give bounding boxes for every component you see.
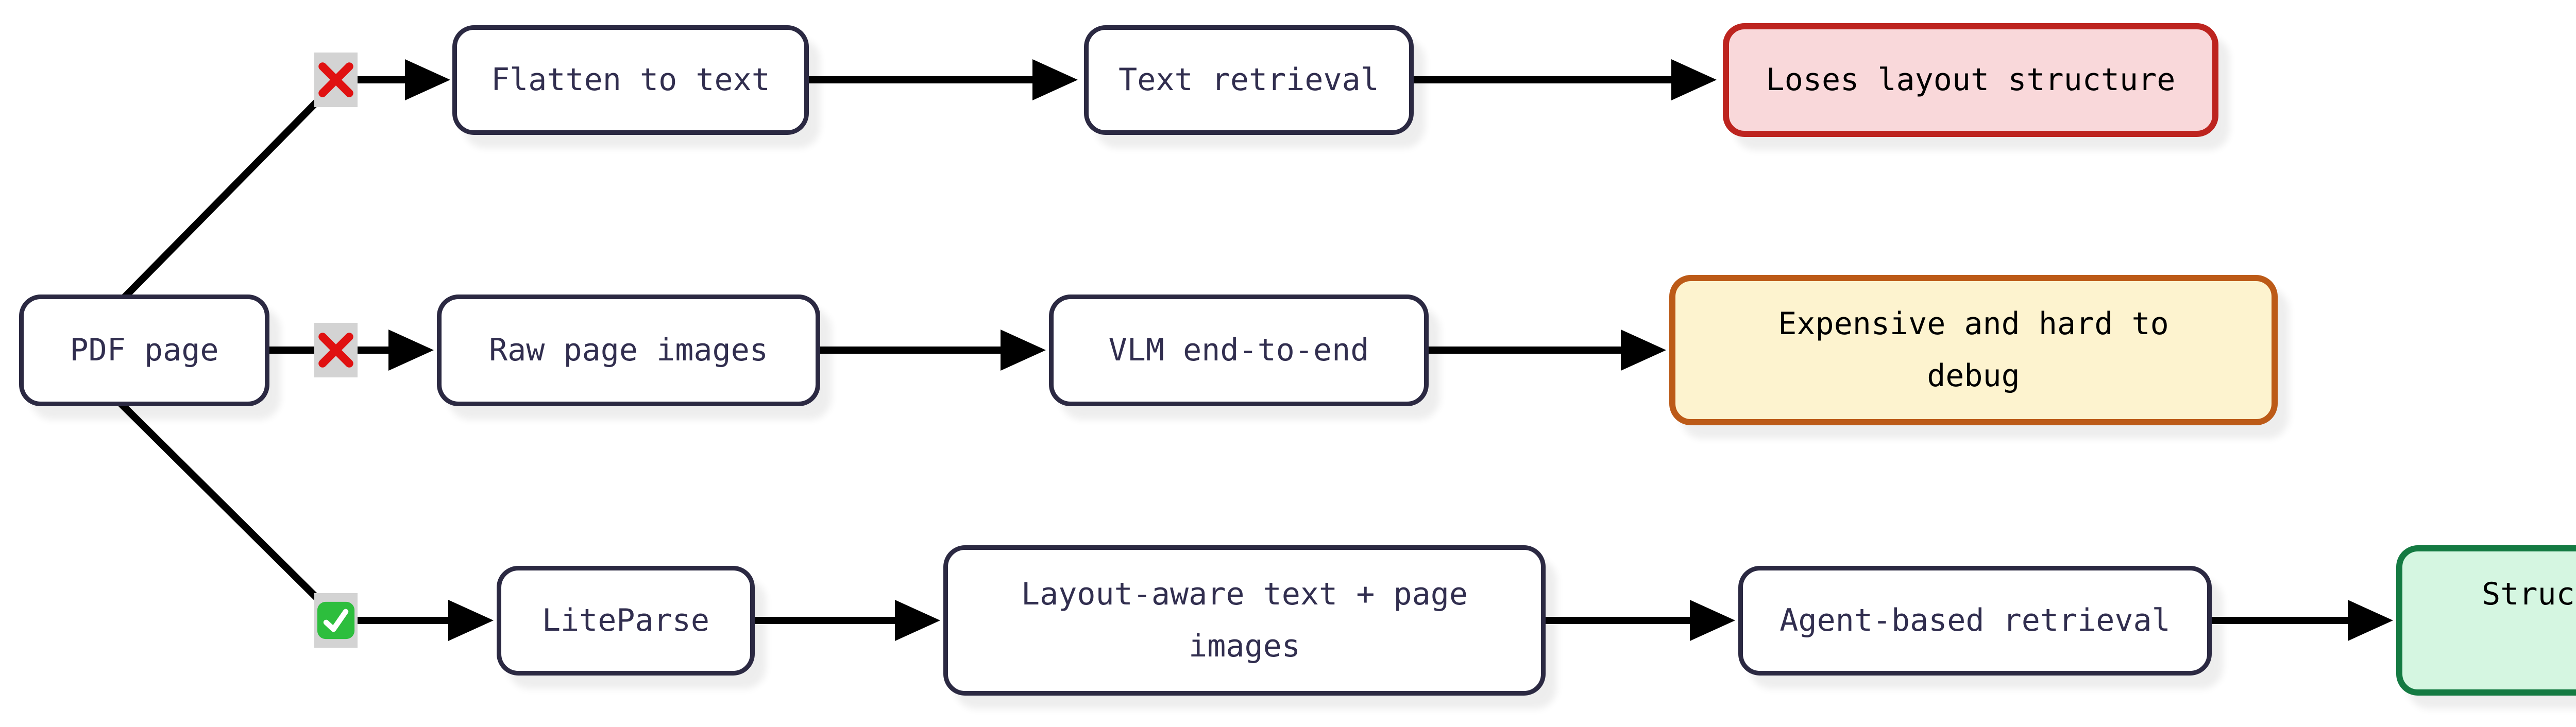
node-label: VLM end-to-end — [1108, 332, 1369, 369]
node-raw-page-images: Raw page images — [437, 295, 820, 406]
check-mark-icon — [317, 601, 355, 639]
node-flatten-to-text: Flatten to text — [452, 25, 809, 135]
node-label: Agent-based retrieval — [1780, 602, 2171, 639]
node-label: PDF page — [70, 332, 219, 369]
node-agent-based-retrieval: Agent-based retrieval — [1738, 566, 2212, 676]
node-label: Structured, multimodal, debuggable — [2482, 576, 2576, 613]
node-liteparse: LiteParse — [497, 566, 755, 676]
node-expensive-hard-to-debug: Expensive and hard to debug — [1669, 275, 2278, 425]
node-label: Raw page images — [489, 332, 768, 369]
cross-mark-icon — [318, 62, 353, 97]
node-structured-multimodal-debuggable: Structured, multimodal, debuggable — [2396, 545, 2576, 696]
node-vlm-end-to-end: VLM end-to-end — [1049, 295, 1429, 406]
node-label: Text retrieval — [1118, 62, 1379, 98]
node-label: Layout-aware text + page images — [1021, 576, 1468, 664]
node-label: Loses layout structure — [1766, 62, 2176, 98]
edge-label-reject-top — [314, 53, 358, 107]
node-text-retrieval: Text retrieval — [1084, 25, 1414, 135]
edge-pdf-to-flatten — [85, 80, 338, 337]
node-layout-aware-text-page-images: Layout-aware text + page images — [943, 545, 1546, 696]
node-label: Expensive and hard to debug — [1778, 306, 2169, 394]
edge-label-reject-middle — [314, 323, 358, 377]
node-loses-layout-structure: Loses layout structure — [1723, 23, 2218, 137]
edge-label-accept-bottom — [314, 593, 358, 648]
node-pdf-page: PDF page — [19, 295, 269, 406]
cross-mark-icon — [318, 333, 353, 368]
node-label: Flatten to text — [491, 62, 770, 98]
node-label: LiteParse — [541, 602, 710, 639]
